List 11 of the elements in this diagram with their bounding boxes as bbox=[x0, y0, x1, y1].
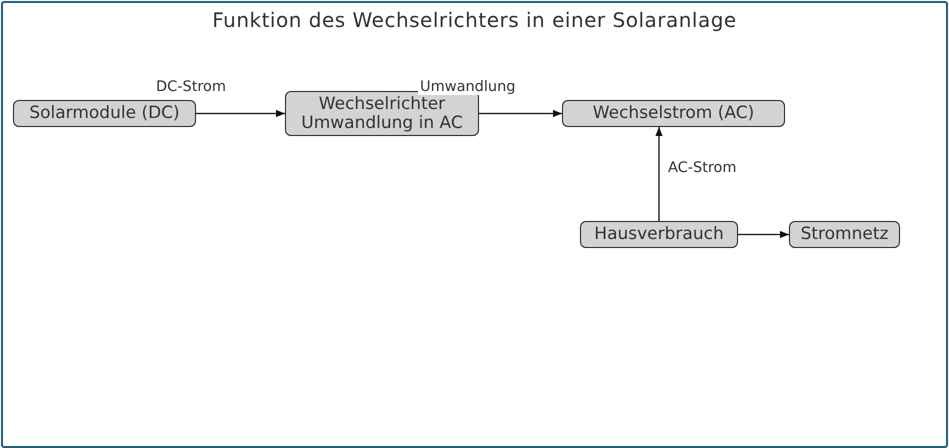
arrow bbox=[738, 230, 789, 238]
process-box: Stromnetz bbox=[789, 221, 900, 248]
process-box: Hausverbrauch bbox=[580, 221, 738, 248]
process-box: Wechselstrom (AC) bbox=[562, 100, 785, 127]
diagram-title: Funktion des Wechselrichters in einer Solaranlage bbox=[211, 8, 738, 32]
arrow bbox=[655, 127, 663, 221]
arrow bbox=[479, 110, 562, 118]
process-box: Solarmodule (DC) bbox=[13, 100, 196, 127]
process-box: Wechselrichter Umwandlung in AC bbox=[285, 91, 479, 136]
arrow bbox=[196, 110, 285, 118]
edge-label: Umwandlung bbox=[418, 79, 518, 95]
